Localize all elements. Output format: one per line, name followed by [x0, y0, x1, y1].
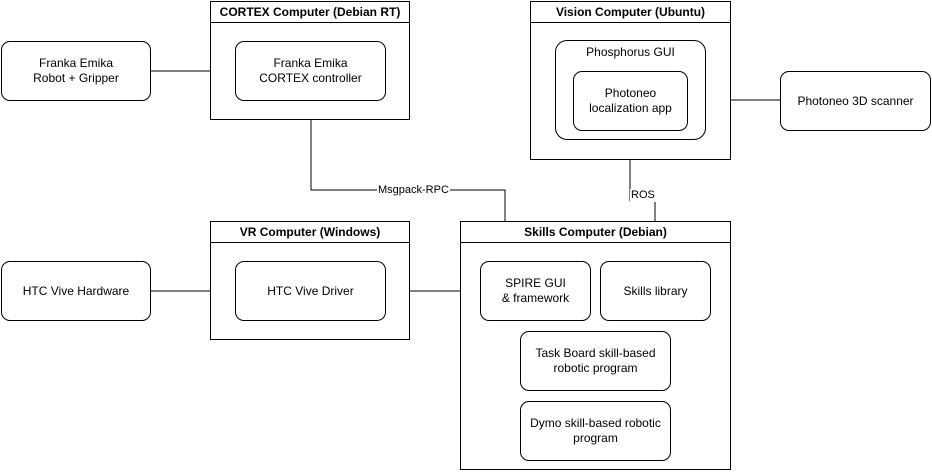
phosphorus-gui-label: Phosphorus GUI — [586, 45, 675, 59]
skills-library-node: Skills library — [600, 261, 711, 321]
dymo-program-label: Dymo skill-based robotic program — [530, 416, 661, 445]
franka-controller-label: Franka Emika CORTEX controller — [259, 56, 362, 85]
photoneo-scanner-node: Photoneo 3D scanner — [780, 71, 931, 131]
skills-library-label: Skills library — [623, 283, 688, 298]
msgpack-rpc-label: Msgpack-RPC — [377, 184, 450, 197]
htc-driver-node: HTC Vive Driver — [235, 261, 386, 321]
photoneo-app-node: Photoneo localization app — [573, 71, 688, 131]
franka-robot-node: Franka Emika Robot + Gripper — [1, 41, 151, 101]
spire-gui-label: SPIRE GUI & framework — [501, 276, 570, 305]
htc-hardware-label: HTC Vive Hardware — [22, 283, 130, 298]
spire-gui-node: SPIRE GUI & framework — [480, 261, 591, 321]
htc-hardware-node: HTC Vive Hardware — [1, 261, 151, 321]
taskboard-program-node: Task Board skill-based robotic program — [520, 331, 671, 391]
cortex-computer-title: CORTEX Computer (Debian RT) — [211, 2, 409, 23]
photoneo-scanner-label: Photoneo 3D scanner — [797, 93, 914, 108]
vision-computer-title: Vision Computer (Ubuntu) — [531, 2, 730, 23]
franka-controller-node: Franka Emika CORTEX controller — [235, 41, 386, 101]
ros-label: ROS — [630, 189, 656, 202]
htc-driver-label: HTC Vive Driver — [267, 283, 354, 298]
dymo-program-node: Dymo skill-based robotic program — [520, 401, 671, 461]
photoneo-app-label: Photoneo localization app — [589, 86, 672, 115]
vr-computer-title: VR Computer (Windows) — [211, 222, 409, 243]
franka-robot-label: Franka Emika Robot + Gripper — [33, 56, 119, 85]
skills-computer-title: Skills Computer (Debian) — [461, 222, 730, 243]
taskboard-program-label: Task Board skill-based robotic program — [535, 346, 656, 375]
